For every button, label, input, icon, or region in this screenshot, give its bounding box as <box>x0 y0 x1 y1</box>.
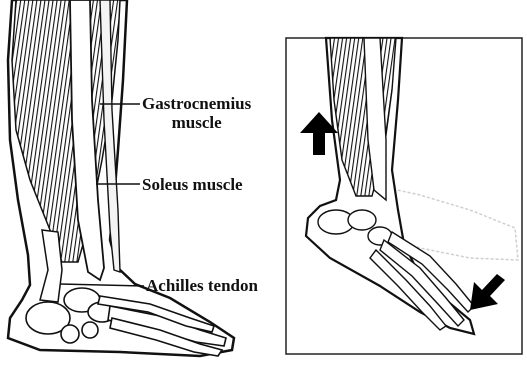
gastrocnemius-label: Gastrocnemius muscle <box>142 94 251 132</box>
gastrocnemius-label-line2: muscle <box>142 113 251 132</box>
soleus-label: Soleus muscle <box>142 175 243 194</box>
achilles-label: Achilles tendon <box>146 276 258 295</box>
plantarflexion-panel <box>286 38 522 354</box>
gastrocnemius-label-line1: Gastrocnemius <box>142 94 251 113</box>
panel-border <box>286 38 522 354</box>
